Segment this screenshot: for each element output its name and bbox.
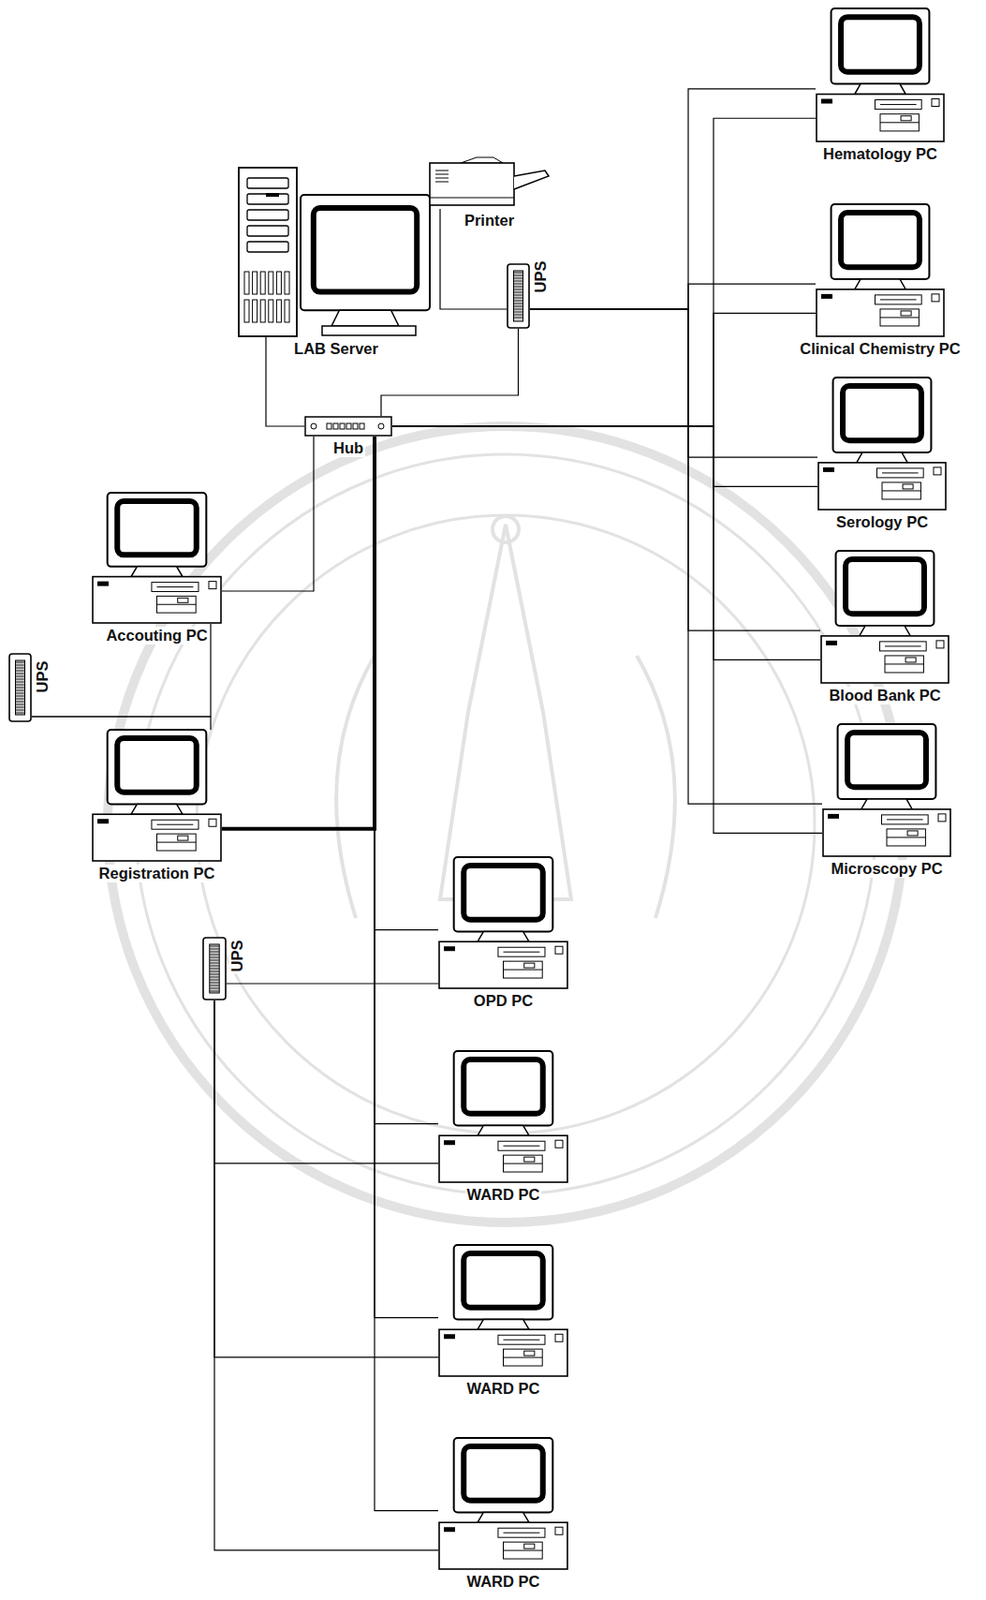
node-label: WARD PC bbox=[465, 1572, 543, 1590]
node-label: Microscopy PC bbox=[828, 859, 944, 878]
hub-icon bbox=[304, 415, 393, 437]
node-label: UPS bbox=[34, 658, 53, 694]
pc-icon bbox=[438, 1437, 569, 1570]
pc-icon bbox=[822, 723, 952, 857]
network-cable bbox=[214, 1000, 439, 1163]
printer-icon bbox=[427, 157, 551, 209]
pc-icon bbox=[817, 377, 947, 511]
network-cable bbox=[529, 283, 816, 310]
network-cable bbox=[374, 436, 439, 1511]
printer-node: Printer bbox=[427, 157, 551, 209]
network-cable bbox=[221, 436, 314, 591]
pc-icon bbox=[815, 8, 945, 143]
node-label: Registration PC bbox=[97, 864, 218, 883]
seal-rings bbox=[107, 426, 904, 1222]
network-cable bbox=[221, 436, 375, 829]
node-label: Accouting PC bbox=[103, 626, 209, 645]
ups-icon bbox=[202, 936, 227, 1001]
pc-icon bbox=[438, 856, 569, 989]
computer-node: Hematology PC bbox=[815, 8, 945, 143]
computer-node: Registration PC bbox=[91, 729, 222, 862]
pc-icon bbox=[820, 550, 950, 684]
node-label: UPS bbox=[532, 258, 551, 295]
network-cable bbox=[392, 312, 816, 427]
node-label: Printer bbox=[462, 211, 516, 230]
hub-node: Hub bbox=[304, 415, 393, 437]
network-cable bbox=[392, 117, 816, 427]
node-label: Blood Bank PC bbox=[826, 686, 942, 705]
network-cable bbox=[392, 426, 821, 660]
network-cable bbox=[31, 623, 211, 717]
pc-icon bbox=[91, 729, 222, 862]
pc-icon bbox=[91, 492, 222, 624]
network-cable bbox=[529, 88, 816, 310]
network-cable bbox=[226, 982, 439, 984]
pc-icon bbox=[815, 204, 945, 338]
network-cable bbox=[374, 436, 439, 930]
computer-node: Microscopy PC bbox=[822, 723, 952, 857]
computer-node: Accouting PC bbox=[91, 492, 222, 624]
server-node: LAB Server bbox=[237, 166, 435, 338]
node-label: WARD PC bbox=[465, 1185, 543, 1204]
node-label: Hematology PC bbox=[821, 145, 940, 163]
ups-node: UPS bbox=[506, 263, 530, 329]
node-label: Serology PC bbox=[834, 513, 930, 531]
node-label: LAB Server bbox=[292, 339, 381, 358]
computer-node: Blood Bank PC bbox=[820, 550, 950, 684]
computer-node: WARD PC bbox=[438, 1437, 569, 1570]
node-label: Hub bbox=[331, 439, 366, 457]
node-label: UPS bbox=[229, 937, 248, 973]
network-cable bbox=[392, 426, 818, 486]
network-cable bbox=[374, 436, 439, 1318]
node-label: Clinical Chemistry PC bbox=[797, 339, 962, 358]
computer-node: Serology PC bbox=[817, 377, 947, 511]
network-cable bbox=[214, 1000, 439, 1357]
pc-icon bbox=[438, 1050, 569, 1183]
network-cable bbox=[381, 328, 519, 416]
ups-icon bbox=[8, 652, 32, 722]
computer-node: Clinical Chemistry PC bbox=[815, 204, 945, 338]
network-cable bbox=[392, 426, 823, 833]
network-cable bbox=[31, 716, 211, 730]
network-cable bbox=[529, 309, 821, 631]
network-cable bbox=[374, 436, 439, 1124]
node-label: OPD PC bbox=[471, 991, 535, 1010]
network-cable bbox=[214, 1000, 439, 1550]
ups-icon bbox=[506, 263, 530, 329]
node-label: WARD PC bbox=[465, 1379, 543, 1398]
network-cable bbox=[529, 309, 823, 804]
computer-node: WARD PC bbox=[438, 1050, 569, 1183]
computer-node: OPD PC bbox=[438, 856, 569, 989]
pc-icon bbox=[438, 1244, 569, 1377]
computer-node: WARD PC bbox=[438, 1244, 569, 1377]
network-cable bbox=[529, 309, 818, 457]
server-icon bbox=[237, 166, 435, 338]
ups-node: UPS bbox=[8, 652, 32, 722]
ups-node: UPS bbox=[202, 936, 227, 1001]
